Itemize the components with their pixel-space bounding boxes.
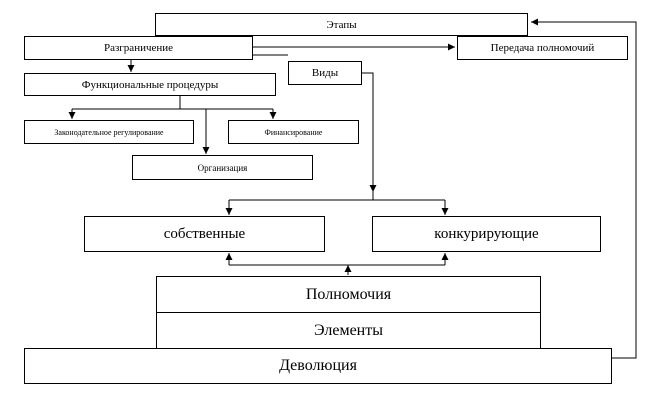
arrow-types-down (362, 72, 377, 192)
financing-box: Финансирование (228, 120, 359, 144)
stages-box: Этапы (155, 13, 528, 36)
competing-box: конкурирующие (372, 216, 601, 252)
transfer-box: Передача полномочий (457, 36, 628, 60)
own-box: собственные (84, 216, 325, 252)
types-box: Виды (288, 61, 362, 85)
delimitation-box: Разграничение (24, 36, 253, 60)
elements-box: Элементы (156, 312, 541, 349)
functional-box: Функциональные процедуры (24, 73, 276, 96)
arrow-devolution-stages (531, 18, 637, 359)
powers-box: Полномочия (156, 276, 541, 313)
legislative-box: Законодательное регулирование (24, 120, 194, 144)
organization-box: Организация (132, 155, 313, 180)
devolution-box: Деволюция (24, 348, 612, 384)
